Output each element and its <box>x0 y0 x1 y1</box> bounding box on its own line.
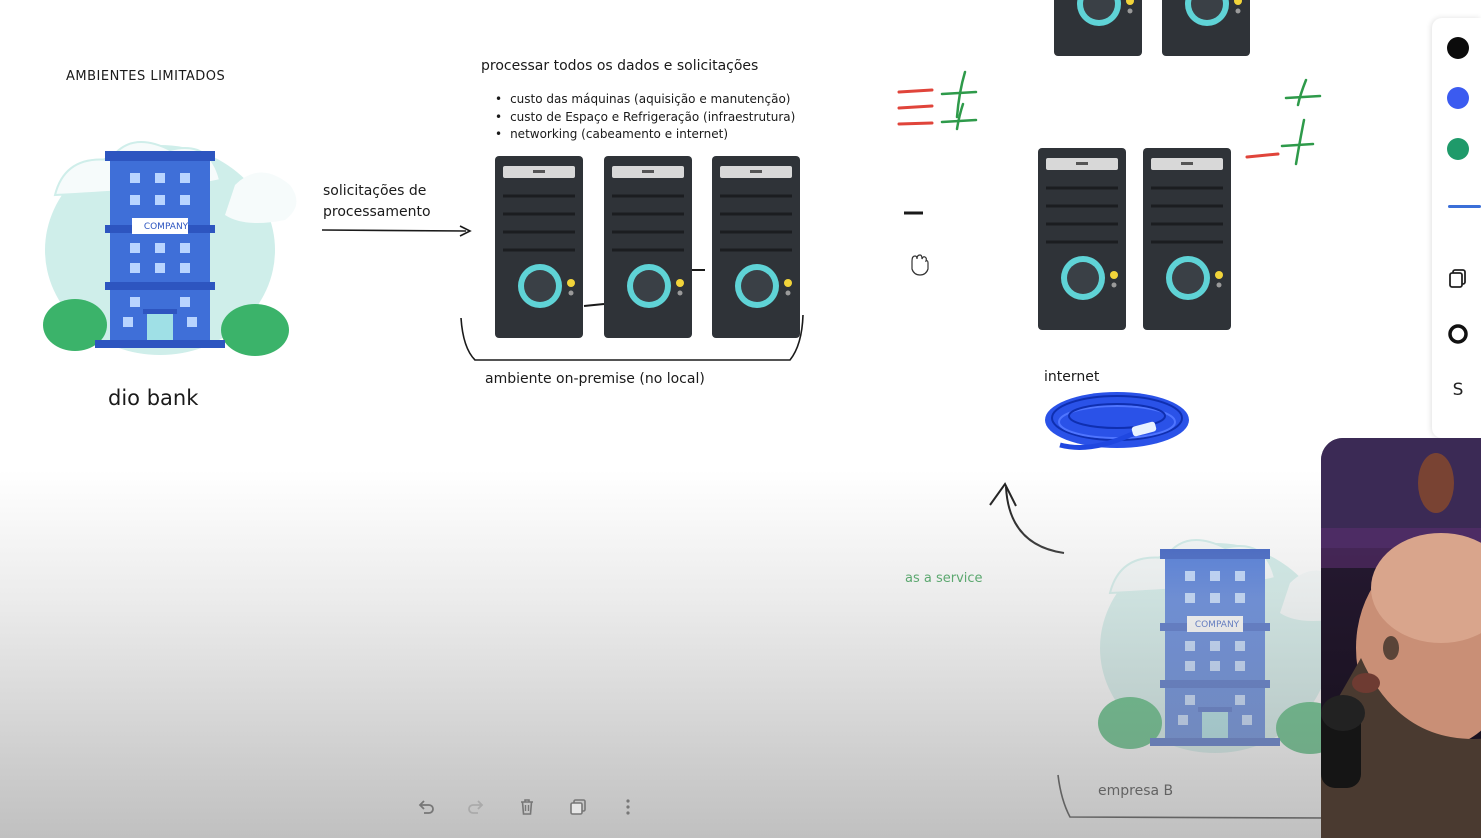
text-tool-label: S <box>1452 380 1464 400</box>
redo-button[interactable] <box>463 794 489 820</box>
duplicate-button[interactable] <box>565 794 591 820</box>
empresa-b-building <box>1097 539 1353 755</box>
shape-circle-button[interactable] <box>1446 322 1470 346</box>
dio-bank-sign: COMPANY <box>143 222 189 232</box>
process-title: processar todos os dados e solicitações <box>481 58 759 74</box>
tool-palette: S <box>1432 18 1481 438</box>
black-dot-icon <box>1447 37 1469 59</box>
blue-dot-icon <box>1447 87 1469 109</box>
internet-label: internet <box>1044 369 1100 385</box>
more-options-button[interactable] <box>615 794 641 820</box>
empresa-b-sign: COMPANY <box>1194 620 1240 630</box>
onprem-label: ambiente on-premise (no local) <box>485 371 705 387</box>
internet-cable <box>1045 392 1189 450</box>
cost-item: custo de Espaço e Refrigeração (infraest… <box>495 109 795 127</box>
redo-icon <box>468 800 484 814</box>
duplicate-icon <box>570 799 586 815</box>
undo-button[interactable] <box>413 794 439 820</box>
bottom-action-toolbar <box>405 790 645 824</box>
cost-list: custo das máquinas (aquisição e manutenç… <box>495 91 795 144</box>
hand-cursor-icon <box>911 254 929 276</box>
dio-bank-building <box>42 141 298 357</box>
undo-icon <box>418 800 434 814</box>
circle-icon <box>1448 324 1468 344</box>
color-green-swatch[interactable] <box>1446 137 1470 161</box>
text-tool-button[interactable]: S <box>1446 378 1470 402</box>
trash-icon <box>521 799 533 815</box>
color-blue-swatch[interactable] <box>1446 86 1470 110</box>
more-icon <box>626 799 630 815</box>
webcam-feed <box>1321 438 1481 838</box>
green-dot-icon <box>1447 138 1469 160</box>
delete-button[interactable] <box>514 794 540 820</box>
request-label: solicitações de processamento <box>323 183 431 220</box>
company-name: dio bank <box>108 386 199 410</box>
copy-button[interactable] <box>1446 266 1470 290</box>
cost-item: custo das máquinas (aquisição e manutenç… <box>495 91 795 109</box>
presenter-video-icon <box>1321 438 1481 838</box>
service-label: as a service <box>905 571 983 586</box>
section-title: AMBIENTES LIMITADOS <box>66 69 226 84</box>
cost-item: networking (cabeamento e internet) <box>495 126 795 144</box>
company-b-label: empresa B <box>1098 783 1174 799</box>
stroke-width-control[interactable] <box>1448 205 1481 208</box>
copy-icon <box>1449 269 1466 288</box>
color-black-swatch[interactable] <box>1446 36 1470 60</box>
